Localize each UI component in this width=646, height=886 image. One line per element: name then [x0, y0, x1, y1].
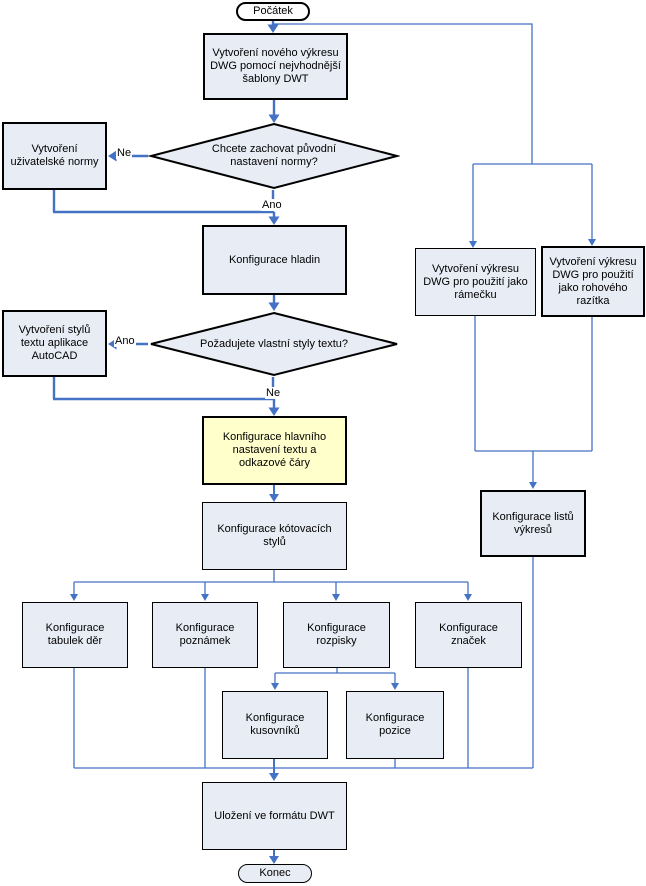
- process-dwg-border: Vytvoření výkresu DWG pro použití jako r…: [415, 248, 536, 316]
- process-title-block-list: Konfigurace rozpisky: [283, 602, 390, 668]
- decision-keep-standard: Chcete zachovat původní nastavení normy?: [148, 122, 400, 190]
- process-notes: Konfigurace poznámek: [152, 602, 258, 668]
- process-dimension-styles: Konfigurace kótovacích stylů: [202, 502, 347, 570]
- edge-label-ano-1: Ano: [261, 199, 283, 211]
- start-terminator: Počátek: [236, 2, 310, 21]
- decision-keep-standard-label: Chcete zachovat původní nastavení normy?: [211, 143, 337, 168]
- decision-custom-text-styles-label: Požadujete vlastní styly textu?: [200, 337, 348, 350]
- process-dwg-title-stamp: Vytvoření výkresu DWG pro použití jako r…: [541, 246, 645, 317]
- process-main-text-settings: Konfigurace hlavního nastavení textu a o…: [202, 416, 347, 485]
- process-save-dwt: Uložení ve formátu DWT: [202, 782, 347, 850]
- process-sheet-config: Konfigurace listů výkresů: [480, 490, 586, 557]
- process-balloons: Konfigurace pozice: [346, 691, 444, 759]
- decision-custom-text-styles: Požadujete vlastní styly textu?: [148, 311, 400, 377]
- process-text-styles-autocad: Vytvoření stylů textu aplikace AutoCAD: [2, 310, 107, 377]
- process-hole-tables: Konfigurace tabulek děr: [22, 602, 128, 668]
- edge-label-ne-1: Ne: [116, 147, 133, 159]
- edge-label-ne-2: Ne: [265, 387, 282, 399]
- process-user-standard: Vytvoření uživatelské normy: [2, 122, 107, 190]
- end-terminator: Konec: [238, 864, 312, 883]
- process-parts-lists: Konfigurace kusovníků: [222, 691, 328, 759]
- edge-label-ano-2: Ano: [114, 335, 136, 347]
- process-create-dwg: Vytvoření nového výkresu DWG pomocí nejv…: [203, 33, 348, 100]
- process-symbols: Konfigurace značek: [415, 602, 522, 668]
- process-layers-config: Konfigurace hladin: [202, 225, 347, 295]
